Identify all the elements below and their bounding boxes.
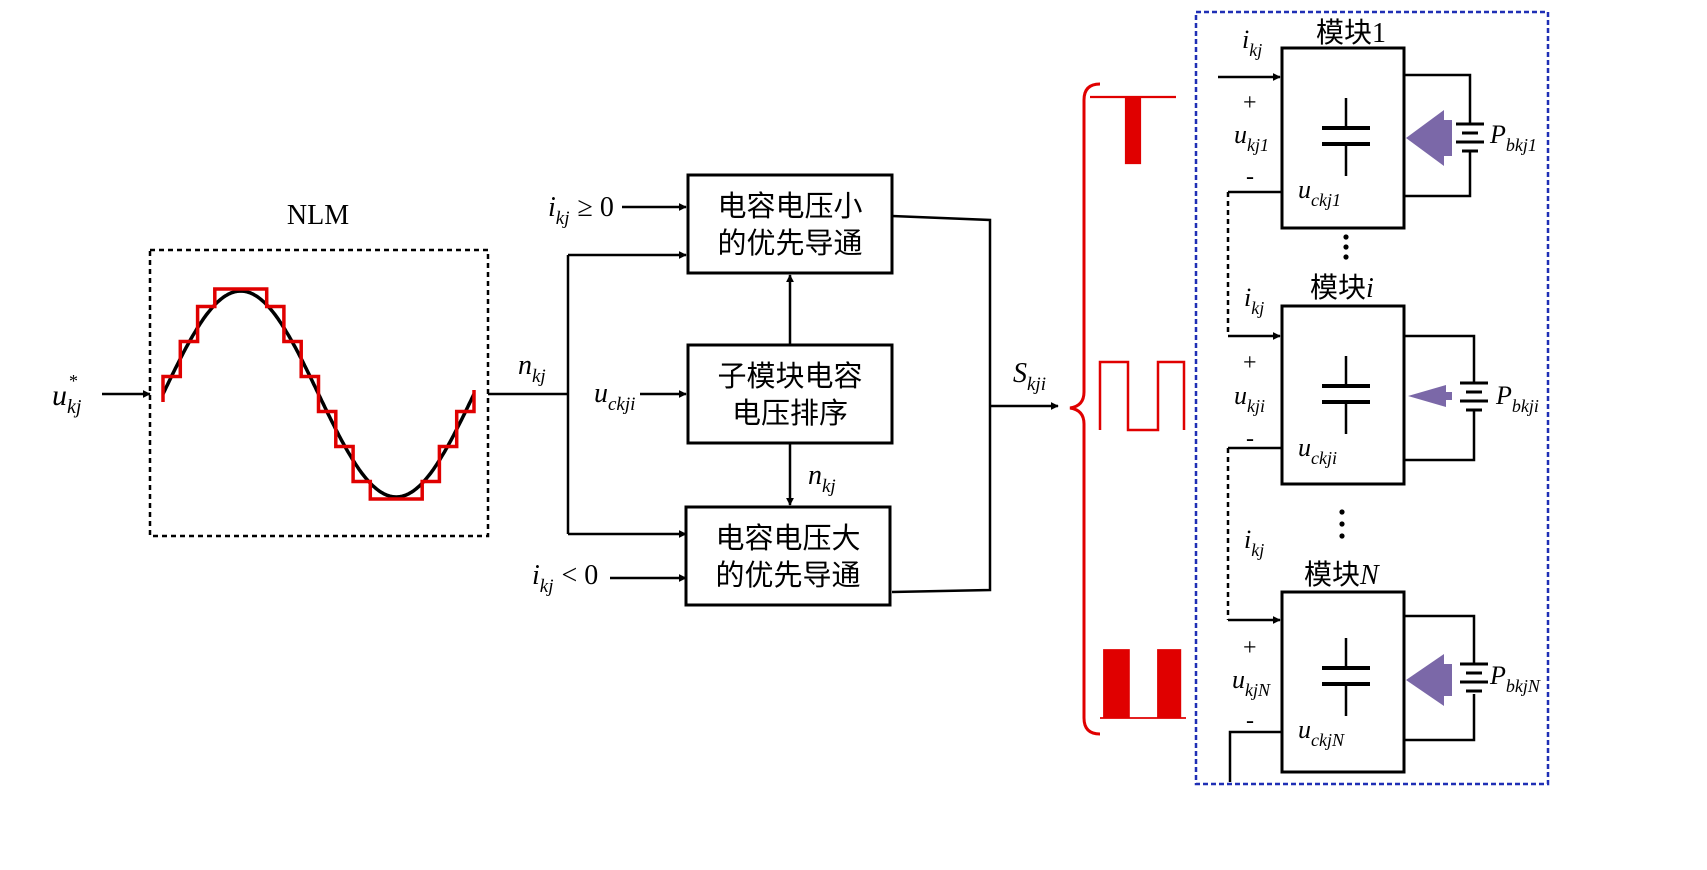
block-large-line2: 的优先导通 — [715, 558, 860, 592]
module-1-title: 模块1 — [1316, 16, 1386, 49]
module-i-current: ikj — [1244, 283, 1264, 318]
module-n-plus: + — [1243, 635, 1257, 661]
module-1-plus: + — [1243, 90, 1257, 116]
nlm-label: NLM — [287, 200, 349, 231]
block-small-line2: 的优先导通 — [717, 226, 862, 260]
svg-text:*: * — [69, 371, 78, 391]
module-n-title: 模块N — [1304, 558, 1380, 591]
module-1-battery-icon — [1456, 122, 1484, 153]
module-i-power: Pbkji — [1495, 381, 1539, 416]
module-1-cap-voltage: uckj1 — [1298, 175, 1341, 210]
module-i-minus: - — [1246, 426, 1254, 452]
module-1-power: Pbkj1 — [1489, 120, 1537, 155]
condition-current-negative: ikj< 0 — [532, 560, 598, 597]
input-signal-label: ukj * — [52, 371, 82, 418]
capacitor-voltage-input-label: uckji — [594, 378, 635, 415]
module-i-box — [1280, 304, 1406, 486]
module-group-border — [1194, 10, 1550, 786]
submodule-n: 模块N + ukjN - uckjN PbkjN — [1232, 558, 1541, 774]
submodule-i: 模块i ikj + ukji - uckji Pbkji — [1234, 271, 1539, 486]
pulse-train-module-n — [1100, 649, 1186, 719]
pulse-train-module-1 — [1090, 95, 1176, 165]
module-i-voltage: ukji — [1234, 381, 1265, 416]
module-n-output-wire — [1228, 730, 1282, 782]
module-1-box — [1280, 46, 1406, 230]
module-1-battery-wire-bottom — [1404, 152, 1472, 198]
block-small-voltage-first — [686, 173, 894, 275]
module-n-power-arrow-icon — [1406, 654, 1452, 706]
module-i-battery-icon — [1460, 381, 1488, 412]
module-1-power-arrow-icon — [1406, 110, 1452, 166]
switching-brace — [1069, 82, 1101, 736]
module-1-battery-wire-top — [1404, 73, 1472, 124]
module-i-title: 模块i — [1310, 271, 1374, 304]
module-n-cap-voltage: uckjN — [1298, 715, 1345, 750]
module-i-battery-wire-top — [1404, 334, 1476, 383]
module-n-battery-wire-top — [1404, 614, 1476, 664]
pulse-train-module-i — [1098, 360, 1186, 432]
module-1-voltage: ukj1 — [1234, 120, 1269, 155]
module-1-minus: - — [1246, 164, 1254, 190]
block-sort-line2: 电压排序 — [732, 396, 848, 430]
switching-signal-label: Skji — [1013, 358, 1046, 395]
block-output-combiner — [891, 214, 992, 594]
svg-text:ikj≥ 0: ikj≥ 0 — [548, 192, 614, 229]
module-n-voltage: ukjN — [1232, 665, 1271, 700]
n-signal-label-2: nkj — [808, 460, 836, 497]
block-large-line1: 电容电压大 — [715, 521, 860, 555]
n-signal-label: nkj — [518, 350, 546, 387]
module-i-power-arrow-icon — [1408, 385, 1452, 407]
module-i-battery-wire-bottom — [1404, 411, 1476, 462]
module-i-plus: + — [1243, 350, 1257, 376]
block-large-voltage-first — [684, 505, 892, 607]
condition-current-nonnegative: ikj≥ 0 — [548, 192, 614, 229]
svg-text:ukj: ukj — [52, 379, 82, 418]
module-i-cap-voltage: uckji — [1298, 433, 1337, 468]
submodule-1: 模块1 ikj + ukj1 - uckj1 Pbkj1 — [1218, 16, 1537, 230]
block-sort-line1: 子模块电容 — [717, 359, 862, 393]
module-n-battery-wire-bottom — [1404, 694, 1476, 742]
module-n-minus: - — [1246, 708, 1254, 734]
module-1-current: ikj — [1242, 25, 1262, 60]
svg-text:ikj< 0: ikj< 0 — [532, 560, 598, 597]
chain-current-label: ikj — [1244, 525, 1264, 560]
module-n-power: PbkjN — [1489, 661, 1541, 696]
nearest-level-staircase — [161, 287, 476, 501]
block-small-line1: 电容电压小 — [717, 189, 862, 223]
vertical-ellipsis-2 — [1339, 509, 1345, 539]
module-n-battery-icon — [1460, 662, 1488, 693]
vertical-ellipsis-1 — [1343, 234, 1349, 260]
